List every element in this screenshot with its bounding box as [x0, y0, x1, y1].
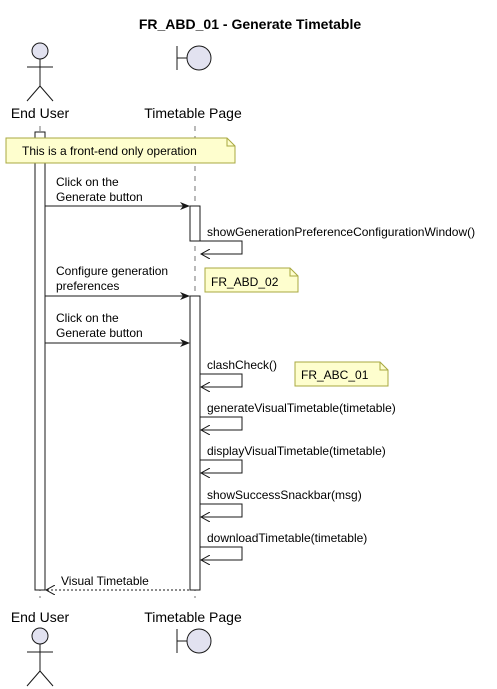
note-fr-abc-01-text: FR_ABC_01: [301, 368, 369, 382]
message-clash-check: clashCheck(): [200, 358, 277, 387]
note-frontend-only-text: This is a front-end only operation: [22, 144, 197, 158]
message-click-generate-1: Click on the Generate button: [45, 175, 190, 210]
end-user-actor-top: End User: [11, 42, 70, 121]
message-visual-timetable-return: Visual Timetable: [46, 574, 189, 590]
timetable-page-activation-bar-2: [189, 295, 201, 591]
message-label: downloadTimetable(timetable): [207, 531, 367, 545]
self-message-arrow: [200, 416, 243, 430]
message-label-line-1: Configure generation: [56, 264, 168, 278]
stick-figure-icon: [26, 627, 54, 687]
message-label-line-2: Generate button: [56, 326, 143, 340]
timetable-page-label-top: Timetable Page: [144, 105, 242, 121]
message-display-visual-timetable: displayVisualTimetable(timetable): [200, 444, 386, 473]
message-show-generation-preference: showGenerationPreferenceConfigurationWin…: [200, 225, 475, 254]
note-fr-abc-01: FR_ABC_01: [294, 361, 389, 387]
message-download-timetable: downloadTimetable(timetable): [200, 531, 367, 560]
end-user-activation-bar: [34, 131, 46, 591]
timetable-page-boundary-top: Timetable Page: [144, 45, 242, 121]
message-label: showGenerationPreferenceConfigurationWin…: [207, 225, 475, 239]
timetable-page-label-bottom: Timetable Page: [144, 609, 242, 625]
self-message-arrow: [200, 546, 243, 560]
note-frontend-only: This is a front-end only operation: [5, 137, 236, 164]
diagram-title: FR_ABD_01 - Generate Timetable: [139, 16, 361, 32]
message-label-line-2: preferences: [56, 279, 119, 293]
note-fr-abd-02-text: FR_ABD_02: [211, 275, 279, 289]
message-label-line-1: Click on the: [56, 175, 119, 189]
message-configure-preferences: Configure generation preferences: [45, 264, 190, 300]
self-message-arrow: [200, 459, 243, 473]
self-message-arrow: [200, 373, 243, 387]
message-label: clashCheck(): [207, 358, 277, 372]
timetable-page-activation-bar-1: [189, 205, 201, 242]
message-click-generate-2: Click on the Generate button: [45, 311, 190, 347]
message-label: displayVisualTimetable(timetable): [207, 444, 386, 458]
boundary-icon: [176, 45, 212, 71]
message-show-success-snackbar: showSuccessSnackbar(msg): [200, 488, 362, 517]
stick-figure-icon: [26, 42, 54, 102]
end-user-actor-bottom: End User: [11, 609, 70, 687]
end-user-label-bottom: End User: [11, 609, 70, 625]
self-message-arrow: [200, 240, 243, 254]
self-message-arrow: [200, 503, 243, 517]
boundary-icon: [176, 628, 212, 654]
timetable-page-boundary-bottom: Timetable Page: [144, 609, 242, 654]
end-user-label-top: End User: [11, 105, 70, 121]
message-label-line-2: Generate button: [56, 190, 143, 204]
message-label-line-1: Click on the: [56, 311, 119, 325]
note-fr-abd-02: FR_ABD_02: [204, 267, 299, 293]
message-generate-visual-timetable: generateVisualTimetable(timetable): [200, 401, 396, 430]
message-label: showSuccessSnackbar(msg): [207, 488, 362, 502]
message-label: Visual Timetable: [61, 574, 149, 588]
message-label: generateVisualTimetable(timetable): [207, 401, 396, 415]
